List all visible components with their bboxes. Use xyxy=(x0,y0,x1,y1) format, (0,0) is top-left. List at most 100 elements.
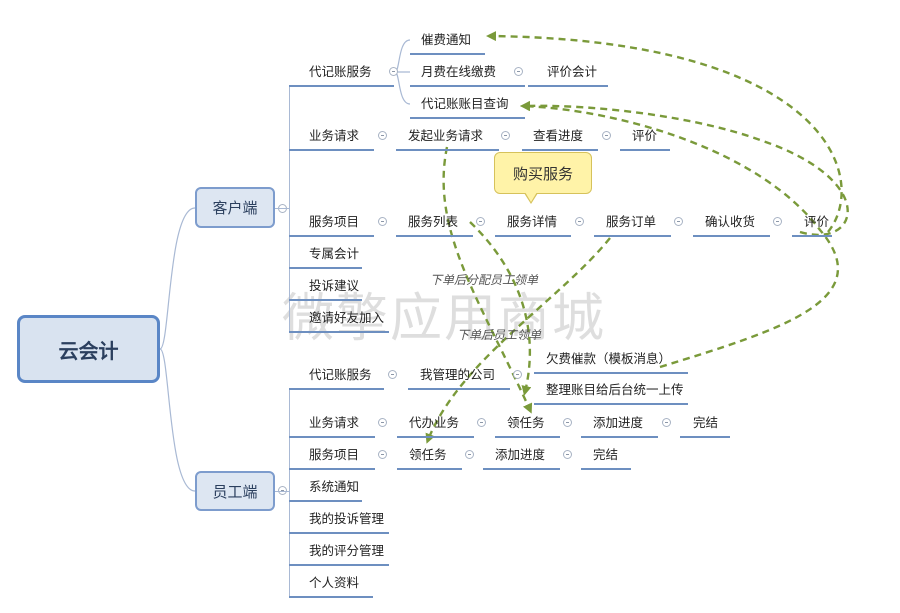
staff-connector xyxy=(275,491,289,492)
buy-service-callout: 购买服务 xyxy=(494,152,592,194)
underline xyxy=(680,436,730,439)
claim-task-label[interactable]: 领任务 xyxy=(409,447,447,462)
collapse-icon[interactable] xyxy=(563,418,572,427)
collapse-icon[interactable] xyxy=(378,217,387,226)
start-request-label[interactable]: 发起业务请求 xyxy=(408,128,484,143)
collapse-icon[interactable] xyxy=(674,217,683,226)
underline xyxy=(289,468,375,471)
service-details-label[interactable]: 服务详情 xyxy=(507,214,558,229)
confirm-receipt-label[interactable]: 确认收货 xyxy=(705,214,756,229)
rate-accountant-label[interactable]: 评价会计 xyxy=(547,64,598,79)
underline xyxy=(289,436,375,439)
evaluate-label[interactable]: 评价 xyxy=(804,214,830,229)
collapse-icon[interactable] xyxy=(513,370,522,379)
collapse-icon[interactable] xyxy=(476,217,485,226)
managed-companies-label[interactable]: 我管理的公司 xyxy=(420,367,496,382)
underline xyxy=(522,149,598,152)
claim-note: 下单后员工领单 xyxy=(457,328,542,342)
underline xyxy=(289,596,373,599)
collapse-icon[interactable] xyxy=(378,450,387,459)
customer-branch-line xyxy=(289,86,290,332)
customer-connector xyxy=(275,208,289,209)
underline xyxy=(528,85,608,88)
underline xyxy=(289,267,362,270)
dedicated-accountant-label[interactable]: 专属会计 xyxy=(309,246,360,261)
underline xyxy=(495,436,560,439)
organize-ledger-label[interactable]: 整理账目给后台统一上传 xyxy=(546,382,684,397)
complete-label[interactable]: 完结 xyxy=(693,415,719,430)
underline xyxy=(289,532,389,535)
complete-label[interactable]: 完结 xyxy=(593,447,619,462)
collapse-icon[interactable] xyxy=(773,217,782,226)
underline xyxy=(792,235,832,238)
customer-request-label[interactable]: 业务请求 xyxy=(309,128,360,143)
reminder-notice-label[interactable]: 催费通知 xyxy=(421,32,472,47)
underline xyxy=(534,372,688,375)
underline xyxy=(289,500,362,503)
profile-label[interactable]: 个人资料 xyxy=(309,575,360,590)
staff-project-label[interactable]: 服务项目 xyxy=(309,447,360,462)
system-notice-label[interactable]: 系统通知 xyxy=(309,479,360,494)
my-ratings-label[interactable]: 我的评分管理 xyxy=(309,543,385,558)
underline xyxy=(408,388,510,391)
add-progress-label[interactable]: 添加进度 xyxy=(593,415,644,430)
customer-node[interactable]: 客户端 xyxy=(195,187,275,228)
collapse-icon[interactable] xyxy=(477,418,486,427)
arrow-evaluate-to-reminder xyxy=(486,31,843,233)
arrow-request-to-claim xyxy=(442,146,533,414)
collapse-icon[interactable] xyxy=(563,450,572,459)
proxy-business-label[interactable]: 代办业务 xyxy=(409,415,460,430)
customer-bookkeeping-label[interactable]: 代记账服务 xyxy=(309,64,372,79)
staff-branch-line xyxy=(289,388,290,596)
underline xyxy=(534,403,688,406)
arrow-overdue-to-query xyxy=(520,101,840,369)
collapse-icon[interactable] xyxy=(602,131,611,140)
collapse-icon[interactable] xyxy=(389,67,398,76)
root-node[interactable]: 云会计 xyxy=(17,315,160,383)
underline xyxy=(289,388,384,391)
underline xyxy=(581,468,631,471)
collapse-icon[interactable] xyxy=(501,131,510,140)
evaluate-label[interactable]: 评价 xyxy=(632,128,658,143)
underline xyxy=(289,331,389,334)
collapse-icon[interactable] xyxy=(662,418,671,427)
arrow-evaluate-to-query xyxy=(520,100,849,237)
root-to-staff-connector xyxy=(159,348,196,492)
collapse-icon[interactable] xyxy=(378,418,387,427)
complaint-suggestion-label[interactable]: 投诉建议 xyxy=(309,278,360,293)
view-progress-label[interactable]: 查看进度 xyxy=(533,128,584,143)
monthly-fee-payment-label[interactable]: 月费在线缴费 xyxy=(421,64,497,79)
overdue-reminder-label[interactable]: 欠费催款（模板消息） xyxy=(546,351,672,366)
collapse-icon[interactable] xyxy=(514,67,523,76)
underline xyxy=(410,53,485,56)
staff-request-label[interactable]: 业务请求 xyxy=(309,415,360,430)
customer-project-label[interactable]: 服务项目 xyxy=(309,214,360,229)
underline xyxy=(693,235,770,238)
collapse-icon[interactable] xyxy=(378,131,387,140)
collapse-icon[interactable] xyxy=(575,217,584,226)
ledger-query-label[interactable]: 代记账账目查询 xyxy=(421,96,509,111)
staff-node[interactable]: 员工端 xyxy=(195,471,275,511)
arrow-details-to-claim xyxy=(469,221,532,396)
service-list-label[interactable]: 服务列表 xyxy=(408,214,459,229)
collapse-icon[interactable] xyxy=(388,370,397,379)
underline xyxy=(289,235,374,238)
collapse-icon[interactable] xyxy=(465,450,474,459)
add-progress-label[interactable]: 添加进度 xyxy=(495,447,546,462)
underline xyxy=(410,85,525,88)
underline xyxy=(397,436,474,439)
assign-note: 下单后分配员工领单 xyxy=(430,273,539,287)
underline xyxy=(620,149,670,152)
claim-task-label[interactable]: 领任务 xyxy=(507,415,545,430)
my-complaints-label[interactable]: 我的投诉管理 xyxy=(309,511,385,526)
invite-friends-label[interactable]: 邀请好友加入 xyxy=(309,310,385,325)
underline xyxy=(397,468,462,471)
underline xyxy=(289,85,394,88)
staff-bookkeeping-label[interactable]: 代记账服务 xyxy=(309,367,372,382)
arrow-order-to-staff-claim xyxy=(425,237,611,444)
collapse-icon[interactable] xyxy=(278,486,287,495)
service-order-label[interactable]: 服务订单 xyxy=(606,214,657,229)
callout-tail xyxy=(525,192,537,202)
